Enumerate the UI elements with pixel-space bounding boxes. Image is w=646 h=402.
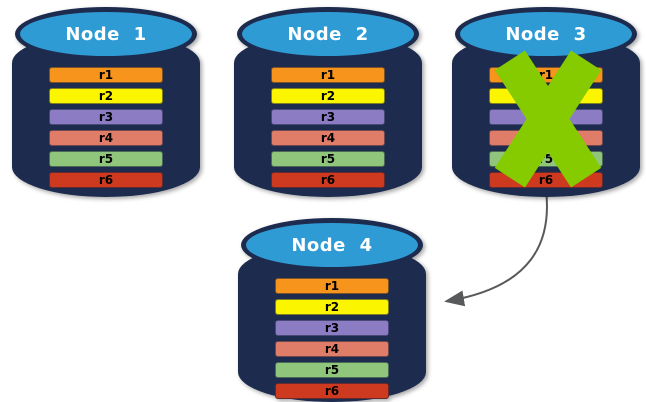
replica-row-r5: r5 [271,151,385,167]
node-title: Node 4 [291,234,373,256]
replica-rows: r1 r2 r3 r4 r5 r6 [49,67,163,188]
replica-row-r4: r4 [49,130,163,146]
failure-x-icon [494,50,602,188]
replica-row-r1: r1 [271,67,385,83]
replica-row-r1: r1 [275,278,389,294]
node-1-cylinder: Node 1 r1 r2 r3 r4 r5 r6 [12,7,200,197]
replica-row-r4: r4 [275,341,389,357]
replica-row-r5: r5 [275,362,389,378]
replica-rows: r1 r2 r3 r4 r5 r6 [271,67,385,188]
replica-row-r6: r6 [49,172,163,188]
replica-row-r5: r5 [49,151,163,167]
replica-row-r4: r4 [271,130,385,146]
node-title: Node 3 [505,23,587,45]
replica-row-r6: r6 [275,383,389,399]
node-title: Node 2 [287,23,369,45]
node-title: Node 1 [65,23,147,45]
cylinder-top-ellipse: Node 1 [15,7,197,61]
cylinder-top-ellipse: Node 2 [237,7,419,61]
replica-row-r3: r3 [271,109,385,125]
replica-row-r6: r6 [271,172,385,188]
cylinder-top-ellipse: Node 3 [455,7,637,61]
replica-row-r1: r1 [49,67,163,83]
replica-row-r3: r3 [49,109,163,125]
replica-row-r2: r2 [275,299,389,315]
arrow-path [444,189,548,307]
replica-row-r3: r3 [275,320,389,336]
cylinder-top-ellipse: Node 4 [241,218,423,272]
replica-row-r2: r2 [49,88,163,104]
replica-row-r2: r2 [271,88,385,104]
replica-rows: r1 r2 r3 r4 r5 r6 [275,278,389,399]
node-4-cylinder: Node 4 r1 r2 r3 r4 r5 r6 [238,218,426,402]
node-2-cylinder: Node 2 r1 r2 r3 r4 r5 r6 [234,7,422,197]
